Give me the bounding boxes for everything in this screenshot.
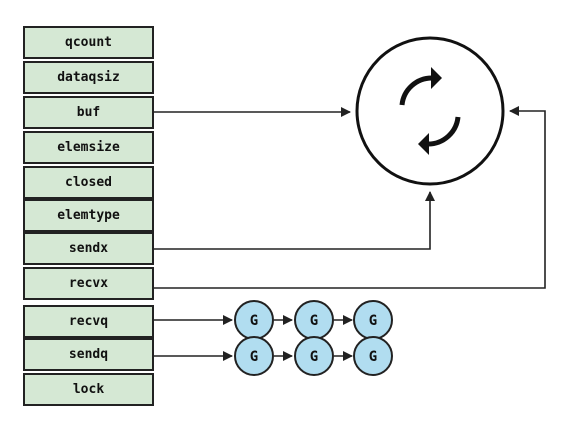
recvq-goroutine-1: G <box>234 300 274 340</box>
field-buf: buf <box>23 96 154 129</box>
field-sendq: sendq <box>23 338 154 371</box>
field-elemtype: elemtype <box>23 199 154 232</box>
goroutine-label: G <box>310 313 318 329</box>
goroutine-label: G <box>310 349 318 365</box>
goroutine-label: G <box>369 313 377 329</box>
goroutine-label: G <box>250 313 258 329</box>
recvq-goroutine-2: G <box>294 300 334 340</box>
field-recvx: recvx <box>23 267 154 300</box>
field-elemsize: elemsize <box>23 131 154 164</box>
sendq-goroutine-3: G <box>353 336 393 376</box>
field-sendx: sendx <box>23 232 154 265</box>
goroutine-label: G <box>250 349 258 365</box>
sendx-arrow <box>154 191 435 250</box>
field-closed: closed <box>23 166 154 199</box>
recvx-arrow <box>154 106 546 289</box>
field-recvq: recvq <box>23 305 154 338</box>
circular-refresh-icon <box>399 67 461 155</box>
ring-buffer <box>355 36 505 186</box>
sendq-goroutine-1: G <box>234 336 274 376</box>
field-dataqsiz: dataqsiz <box>23 61 154 94</box>
goroutine-label: G <box>369 349 377 365</box>
field-lock: lock <box>23 373 154 406</box>
field-qcount: qcount <box>23 26 154 59</box>
sendq-goroutine-2: G <box>294 336 334 376</box>
recvq-goroutine-3: G <box>353 300 393 340</box>
